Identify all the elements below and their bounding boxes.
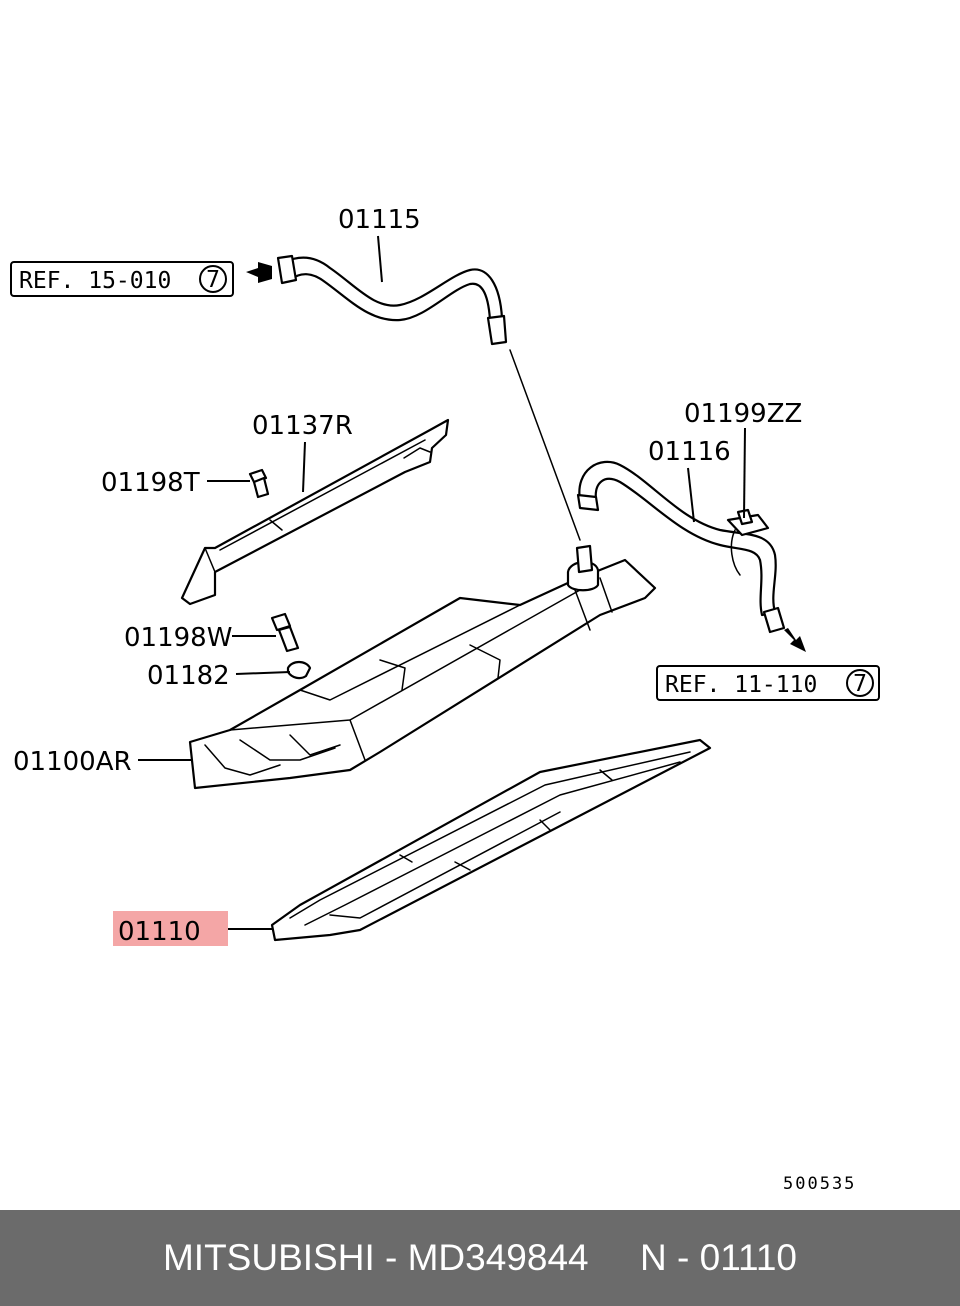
drawing-code: 500535	[783, 1174, 856, 1194]
parts-diagram: REF. 15-010 7	[10, 205, 880, 1194]
leader-01137R	[302, 441, 306, 493]
valve-cover-01100AR[interactable]	[188, 544, 657, 790]
ref-box-15-010[interactable]: REF. 15-010 7	[10, 261, 234, 297]
clip-01199ZZ[interactable]	[726, 508, 770, 537]
footer-part-info: MITSUBISHI - MD349844 N - 01110	[162, 1237, 798, 1278]
leader-01199ZZ	[743, 427, 746, 519]
label-01110: 01110	[118, 917, 201, 947]
label-01199ZZ: 01199ZZ	[684, 399, 802, 429]
label-01198W: 01198W	[124, 623, 232, 653]
label-01115: 01115	[338, 205, 421, 235]
gasket-01110[interactable]	[270, 738, 712, 942]
ref-text-right: REF. 11-110	[665, 672, 817, 698]
bracket-01137R[interactable]	[180, 418, 450, 606]
arrow-left-icon	[246, 262, 272, 283]
label-01100AR: 01100AR	[13, 747, 132, 777]
ref-box-11-110[interactable]: REF. 11-110 7	[656, 665, 880, 701]
bolt-01198W[interactable]	[270, 612, 300, 653]
label-01198T: 01198T	[101, 468, 200, 498]
label-01137R: 01137R	[252, 411, 353, 441]
arrow-down-right-icon	[784, 628, 806, 652]
grommet-01182[interactable]	[286, 660, 312, 680]
ref-text-left: REF. 15-010	[19, 268, 171, 294]
leader-01116	[687, 467, 695, 523]
footer-bar: MITSUBISHI - MD349844 N - 01110	[0, 1210, 960, 1306]
leader-01182	[235, 671, 291, 675]
hose-01115-guide-line	[509, 349, 581, 541]
ref-num-right: 7	[853, 671, 867, 697]
label-01116: 01116	[648, 437, 731, 467]
ref-num-left: 7	[206, 267, 220, 293]
hose-01116[interactable]	[576, 460, 786, 634]
leader-01115	[377, 235, 383, 283]
hose-01115[interactable]	[276, 254, 508, 346]
highlight-01110	[113, 911, 228, 946]
bolt-01198T[interactable]	[248, 468, 270, 499]
label-01182: 01182	[147, 661, 230, 691]
